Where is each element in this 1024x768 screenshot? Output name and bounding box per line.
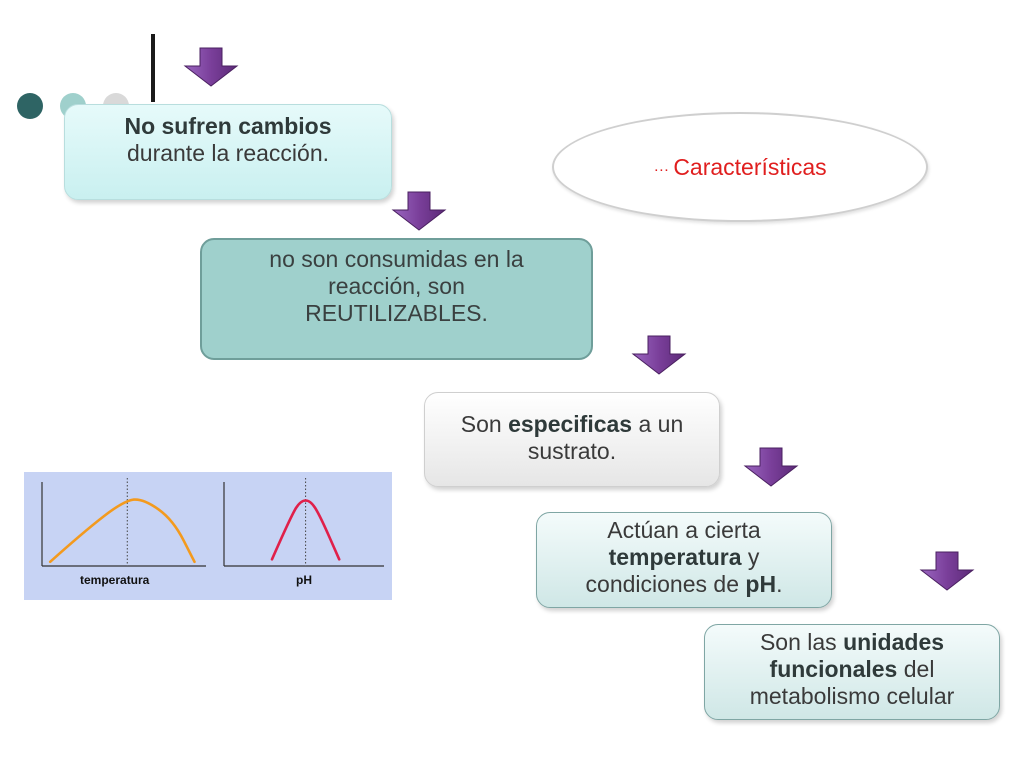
caracteristicas-label: Características [673, 153, 827, 180]
box-especificas: Son especificas a un sustrato. [424, 392, 720, 487]
box3-post: a un [632, 411, 684, 437]
chart2-xlabel: pH [296, 573, 312, 587]
box2-line3: REUTILIZABLES. [305, 300, 488, 327]
down-arrow-icon [183, 47, 239, 87]
down-arrow-icon [631, 335, 687, 375]
box5-pre1: Son las [759, 629, 844, 655]
down-arrow-icon [919, 551, 975, 591]
box4-line1: Actúan a cierta [607, 517, 761, 543]
box4-pre3: condiciones de [585, 571, 746, 598]
box-no-sufren-cambios: No sufren cambios durante la reacción. [64, 104, 392, 200]
box4-mid1: y [741, 544, 760, 571]
box1-bold-text: No sufren cambios [124, 113, 332, 139]
box4-bold2: pH [745, 571, 777, 598]
box5-post2: del [897, 656, 935, 683]
chart1-xlabel: temperatura [80, 573, 150, 587]
box5-bold1: unidades [843, 629, 945, 655]
box4-bold1: temperatura [608, 544, 742, 571]
box5-bold2: funcionales [769, 656, 898, 683]
bullet-dark [17, 93, 43, 119]
ellipsis-text: … [653, 158, 670, 175]
box-unidades-funcionales: Son las unidades funcionales del metabol… [704, 624, 1000, 720]
vertical-divider [151, 34, 155, 102]
box5-line3: metabolismo celular [749, 683, 955, 710]
box2-line2: reacción, son [328, 273, 465, 300]
down-arrow-icon [391, 191, 447, 231]
down-arrow-icon [743, 447, 799, 487]
chart2-series-line [270, 499, 341, 561]
box-temperatura-ph: Actúan a cierta temperatura y condicione… [536, 512, 832, 608]
box-reutilizables: no son consumidas en la reacción, son RE… [200, 238, 593, 360]
box3-pre: Son [460, 411, 509, 437]
enzyme-activity-charts: temperatura pH [24, 472, 392, 600]
box4-post3: . [776, 571, 783, 598]
chart1-series-line [48, 498, 196, 564]
box1-text: durante la reacción. [126, 140, 329, 167]
charts-svg [41, 478, 384, 567]
box3-bold: especificas [508, 411, 633, 437]
box3-line2: sustrato. [527, 438, 617, 465]
caracteristicas-ellipse: … Características [552, 112, 928, 222]
box2-line1: no son consumidas en la [269, 246, 524, 272]
